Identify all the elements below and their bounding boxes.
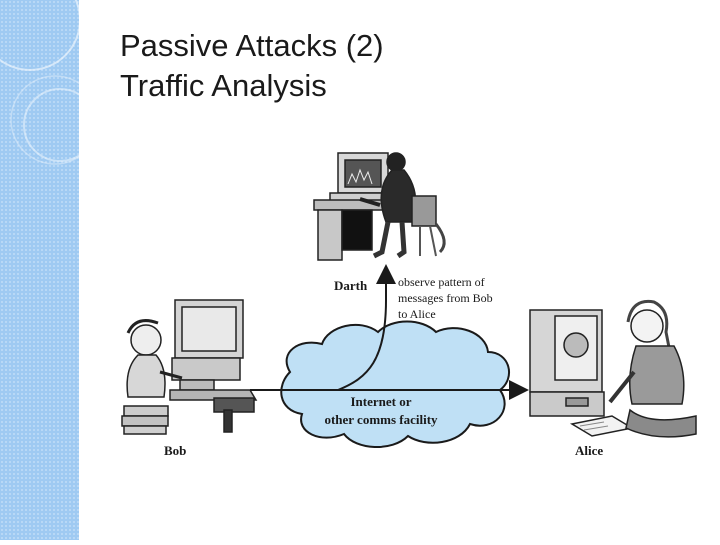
observation-arrow <box>337 264 396 391</box>
observe-note-line-2: messages from Bob <box>398 291 493 305</box>
darth-workstation-illustration <box>313 152 446 261</box>
decorative-side-band <box>0 0 100 540</box>
observe-note-line-1: observe pattern of <box>398 275 485 289</box>
cloud-label-line-1: Internet or <box>350 394 411 409</box>
alice-label: Alice <box>575 443 603 458</box>
observe-note-line-3: to Alice <box>398 307 436 321</box>
cloud-label-line-2: other comms facility <box>324 412 438 427</box>
slide-title-line-2: Traffic Analysis <box>120 68 327 103</box>
slide-title-line-1: Passive Attacks (2) <box>120 28 384 63</box>
bob-workstation-illustration <box>121 299 258 435</box>
darth-label: Darth <box>334 278 368 293</box>
internet-cloud-shape <box>280 320 510 449</box>
bob-label: Bob <box>164 443 186 458</box>
alice-workstation-illustration <box>529 299 697 438</box>
slide-title: Passive Attacks (2) Traffic Analysis <box>120 26 384 106</box>
